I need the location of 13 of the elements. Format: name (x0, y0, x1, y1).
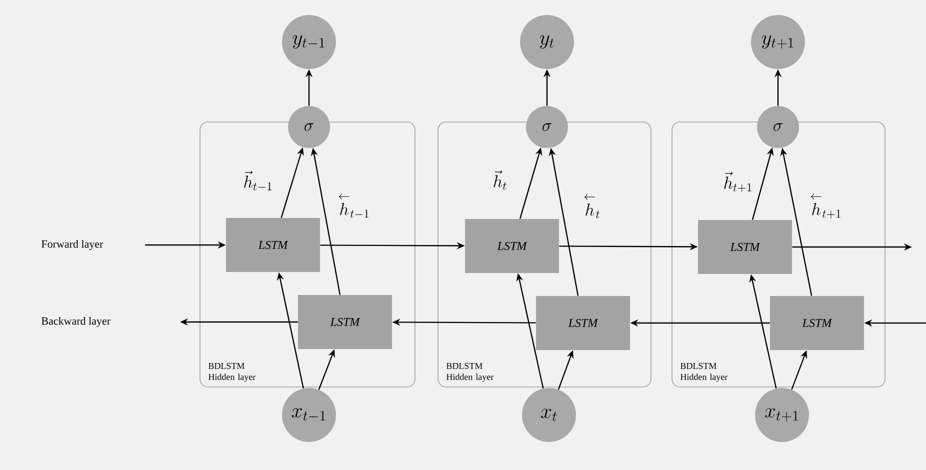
lstm-box: LSTM (770, 296, 864, 350)
lstm-box: LSTM (698, 220, 792, 274)
edge-label: $\overset{\leftarrow}{h}_{t+1}$ (809, 192, 843, 220)
lstm-box: LSTM (536, 296, 630, 350)
lstm-box: LSTM (298, 295, 392, 349)
layer-label: Backward layer (42, 317, 110, 327)
edge-label: $\vec{h}_{t-1}$ (242, 170, 274, 192)
lstm-box: LSTM (226, 218, 320, 272)
edge-label: $\vec{h}_{t+1}$ (722, 170, 754, 194)
edge-label: $\overset{\leftarrow}{h}_{t-1}$ (337, 192, 371, 220)
layer-label: Forward layer (42, 240, 104, 250)
edge-label: $\overset{\leftarrow}{h}_{t}$ (582, 192, 602, 220)
lstm-box: LSTM (465, 219, 559, 273)
